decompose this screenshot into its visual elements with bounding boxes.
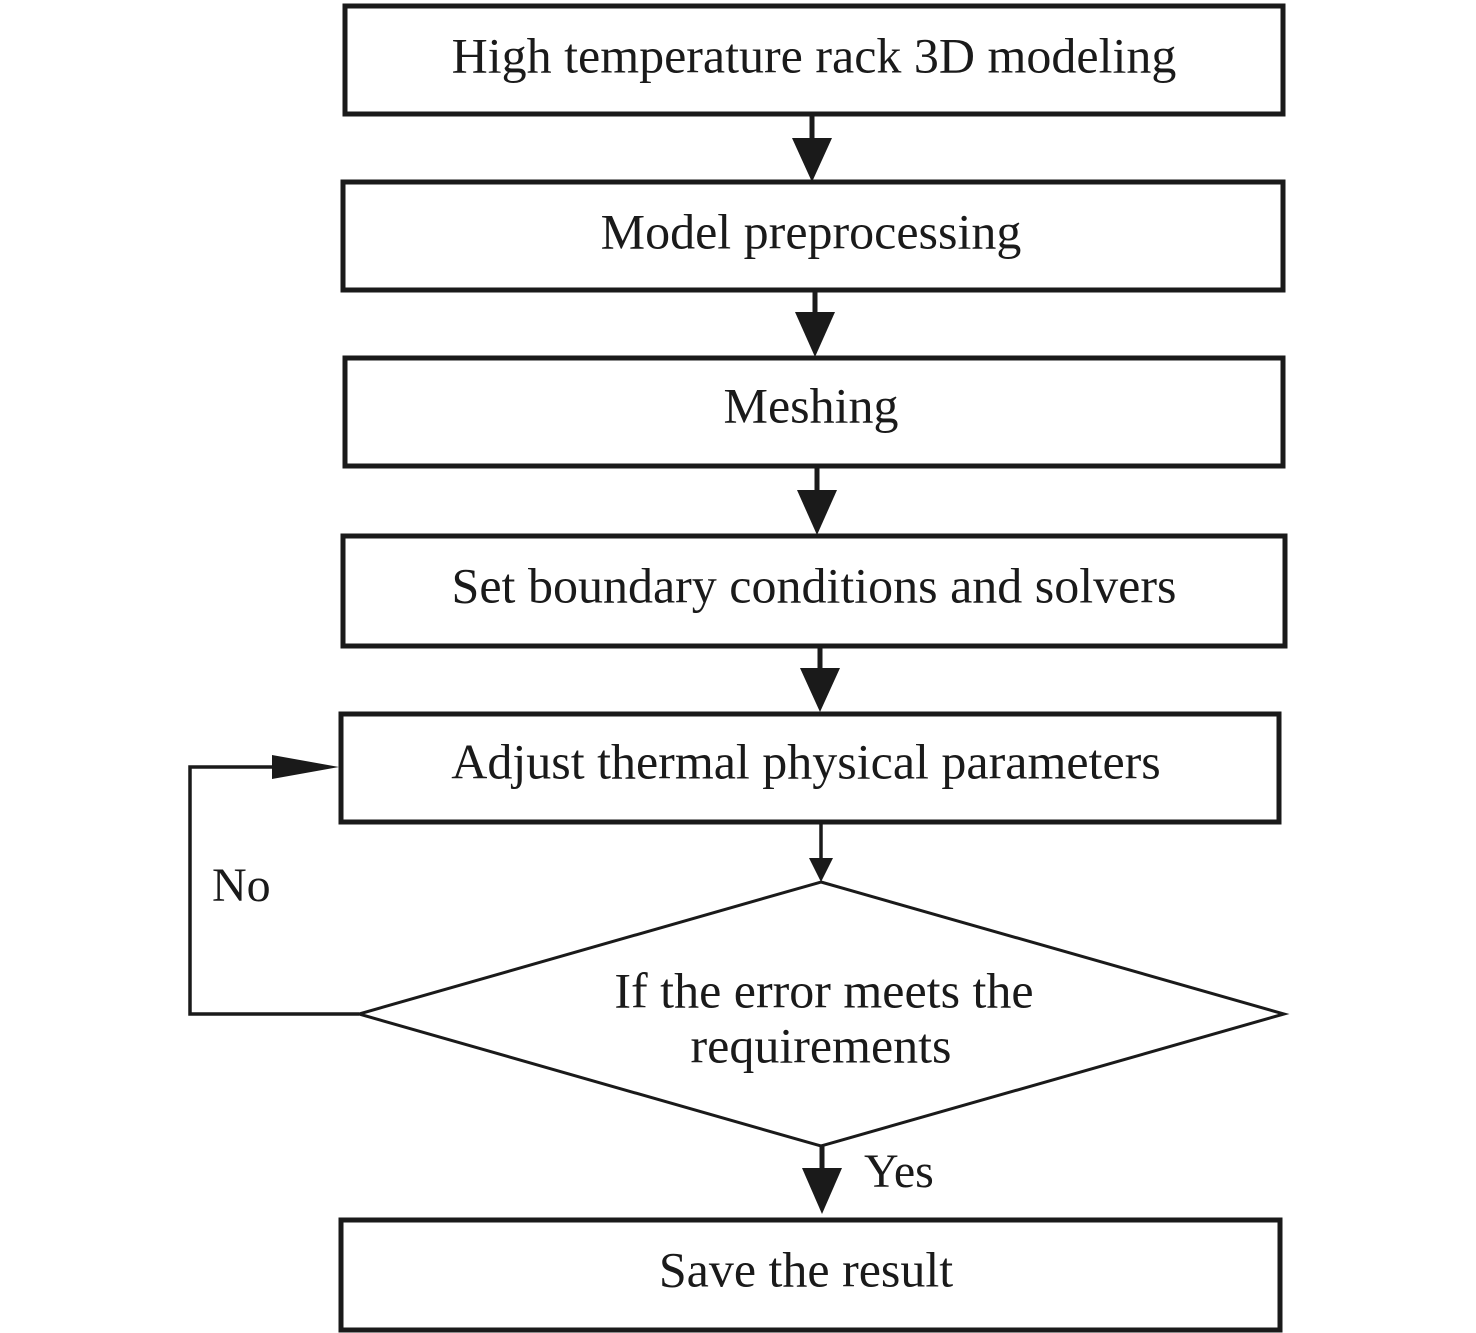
arrow-modeling-to-preprocessing xyxy=(792,114,832,182)
branch-yes-arrowhead xyxy=(802,1168,842,1214)
step-adjust-box xyxy=(338,711,1282,825)
step-boundary-box xyxy=(340,533,1288,649)
step-boundary-label: Set boundary conditions and solvers xyxy=(452,557,1177,613)
branch-no-arrowhead xyxy=(272,755,339,779)
step-preprocessing-box xyxy=(340,179,1286,293)
branch-no: No xyxy=(188,755,359,1016)
arrow-meshing-to-boundary xyxy=(797,466,837,535)
decision-error-check: If the error meets the requirements xyxy=(353,880,1290,1148)
step-meshing-box xyxy=(342,355,1286,469)
step-adjust: Adjust thermal physical parameters xyxy=(338,711,1282,825)
branch-yes: Yes xyxy=(802,1145,934,1214)
arrow-preprocessing-to-meshing xyxy=(795,290,835,357)
branch-yes-label: Yes xyxy=(864,1145,934,1198)
decision-label-line2: requirements xyxy=(690,1017,951,1073)
step-save: Save the result xyxy=(338,1217,1283,1333)
step-preprocessing: Model preprocessing xyxy=(340,179,1286,293)
branch-no-path xyxy=(188,765,359,1016)
step-boundary: Set boundary conditions and solvers xyxy=(340,533,1288,649)
arrow-adjust-to-decision xyxy=(809,822,833,882)
arrow-boundary-to-adjust xyxy=(800,646,840,712)
step-save-label: Save the result xyxy=(659,1241,953,1297)
step-modeling-label: High temperature rack 3D modeling xyxy=(452,27,1177,83)
step-save-box xyxy=(338,1217,1283,1333)
step-adjust-label: Adjust thermal physical parameters xyxy=(451,733,1161,789)
step-meshing-label: Meshing xyxy=(724,377,899,433)
step-meshing: Meshing xyxy=(342,355,1286,469)
step-preprocessing-label: Model preprocessing xyxy=(601,203,1022,259)
branch-no-label: No xyxy=(212,859,271,912)
step-modeling-box xyxy=(342,3,1286,117)
step-modeling: High temperature rack 3D modeling xyxy=(342,3,1286,117)
decision-label-line1: If the error meets the xyxy=(614,962,1033,1018)
